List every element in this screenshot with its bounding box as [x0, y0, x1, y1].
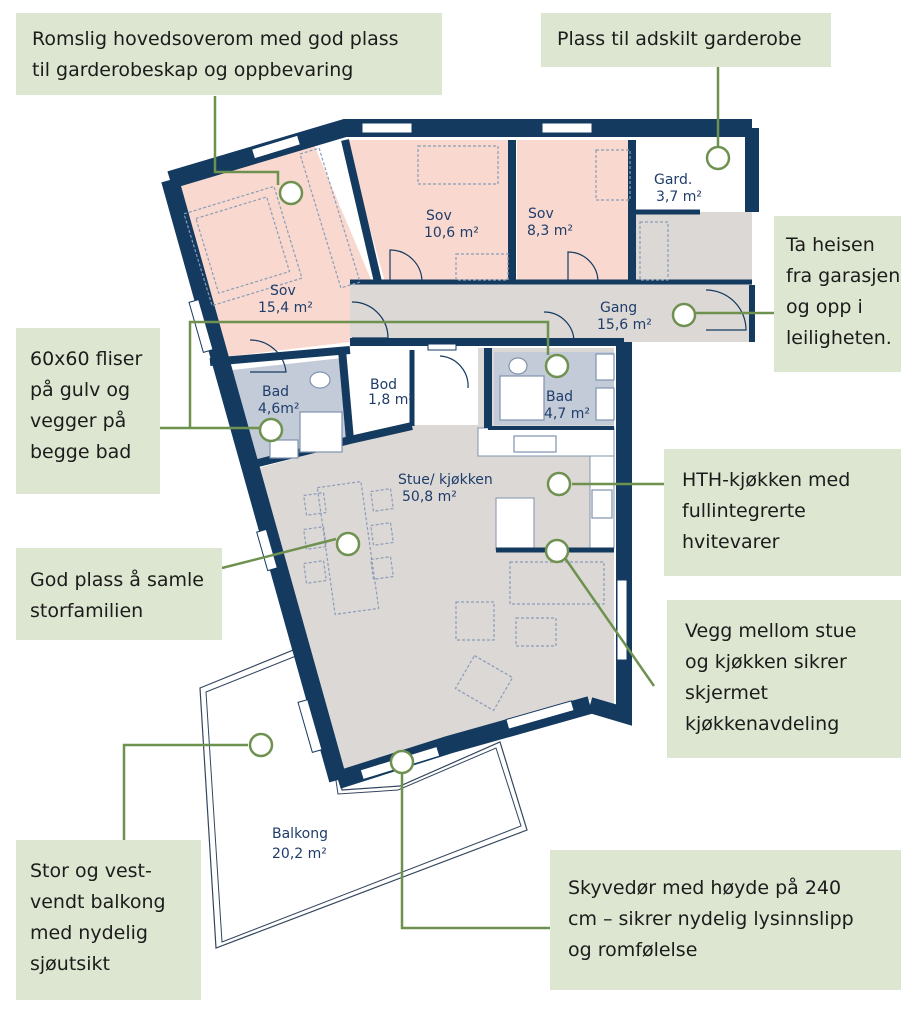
callout-storfamilien: God plass å samle storfamilien [16, 548, 222, 640]
furniture [183, 145, 669, 712]
room-area-sov-3: 8,3 m² [527, 223, 573, 239]
callout-heis-line-3: og opp i [786, 296, 863, 318]
leader-fliser-2 [188, 320, 550, 428]
callout-balkong-line-3: med nydelig [30, 922, 148, 944]
room-name-sov-2: Sov [426, 208, 452, 224]
dot-storfamilien [335, 531, 361, 557]
dot-fliser-2 [544, 353, 570, 379]
room-name-gang: Gang [600, 300, 637, 316]
callout-heis-line-1: Ta heisen [786, 234, 875, 256]
leader-skyvedor [400, 774, 550, 930]
room-labels: Sov 15,4 m² Sov 10,6 m² Sov 8,3 m² Gard.… [258, 172, 702, 862]
callout-fliser-line-2: på gulv og [30, 379, 131, 401]
callout-kjokken: HTH-kjøkken med fullintegrerte hvitevare… [664, 449, 901, 576]
hall-right-floor [636, 212, 752, 285]
room-name-bad-1: Bad [262, 384, 289, 400]
room-area-bad-2: 4,7 m² [544, 406, 590, 422]
bedroom3-floor [517, 140, 632, 282]
callout-heis-line-2: fra garasjen [786, 265, 901, 287]
callout-heis: Ta heisen fra garasjen og opp i leilighe… [774, 216, 901, 372]
callout-hovedsoverom: Romslig hovedsoverom med god plass til g… [16, 13, 442, 95]
callout-balkong-line-2: vendt balkong [30, 891, 166, 913]
hall-floor [350, 282, 752, 342]
callout-garderobe: Plass til adskilt garderobe [541, 13, 831, 67]
room-area-sov-2: 10,6 m² [424, 225, 479, 241]
callout-storfamilien-line-1: God plass å samle [30, 569, 204, 591]
storage-floor [352, 352, 412, 438]
room-name-gard: Gard. [654, 172, 692, 188]
callout-vegg: Vegg mellom stue og kjøkken sikrer skjer… [667, 600, 901, 758]
callout-fliser-line-4: begge bad [30, 441, 132, 463]
callout-kjokken-line-2: fullintegrerte [682, 500, 806, 522]
dot-heis [671, 302, 697, 328]
callout-storfamilien-line-2: storfamilien [30, 600, 144, 622]
dot-fliser [258, 417, 284, 443]
dot-balkong [248, 732, 274, 758]
room-area-stue: 50,8 m² [402, 489, 457, 505]
room-area-sov-main: 15,4 m² [258, 300, 313, 316]
callout-skyvedor-line-2: cm – sikrer nydelig lysinnslipp [568, 908, 854, 930]
room-area-balkong: 20,2 m² [272, 846, 327, 862]
callout-vegg-line-2: og kjøkken sikrer [685, 651, 847, 673]
leader-storfamilien [221, 537, 337, 570]
callout-balkong-line-4: sjøutsikt [30, 953, 110, 975]
bedroom2-floor [345, 140, 512, 282]
dot-hovedsoverom [278, 180, 304, 206]
room-area-bad-1: 4,6m² [258, 401, 300, 417]
doors [249, 249, 747, 392]
callout-kjokken-line-3: hvitevarer [682, 531, 780, 553]
callout-fliser: 60x60 fliser på gulv og vegger på begge … [16, 328, 160, 494]
room-name-sov-3: Sov [528, 206, 554, 222]
callout-vegg-line-4: kjøkkenavdeling [685, 713, 840, 735]
callout-fliser-line-3: vegger på [30, 410, 127, 432]
leader-hovedsoverom [213, 96, 280, 185]
dot-kjokken [546, 471, 572, 497]
callout-vegg-line-1: Vegg mellom stue [685, 620, 857, 642]
room-name-bod: Bod [370, 377, 397, 393]
leader-lines [122, 67, 774, 930]
room-name-stue: Stue/ kjøkken [398, 472, 493, 488]
kitchen-island [495, 497, 535, 551]
callout-skyvedor-line-3: og romfølelse [568, 939, 698, 961]
dot-skyvedor [389, 749, 415, 775]
callout-kjokken-line-1: HTH-kjøkken med [682, 469, 851, 491]
leader-dots [248, 145, 731, 775]
room-area-gang: 15,6 m² [597, 317, 652, 333]
callout-skyvedor-line-1: Skyvedør med høyde på 240 [568, 877, 842, 899]
leader-vegg [563, 557, 656, 687]
callout-hovedsoverom-line-1: Romslig hovedsoverom med god plass [32, 28, 399, 50]
room-area-bod: 1,8 m² [368, 392, 414, 408]
callout-skyvedor: Skyvedør med høyde på 240 cm – sikrer ny… [550, 850, 901, 990]
callout-balkong: Stor og vest- vendt balkong med nydelig … [16, 840, 201, 1000]
callout-balkong-line-1: Stor og vest- [30, 860, 152, 882]
callout-vegg-line-3: skjermet [685, 682, 768, 704]
dot-vegg [544, 538, 570, 564]
room-name-sov-main: Sov [270, 283, 296, 299]
callout-hovedsoverom-line-2: til garderobeskap og oppbevaring [32, 59, 354, 81]
leader-balkong [122, 743, 248, 840]
callout-heis-line-4: leiligheten. [786, 327, 892, 349]
callout-fliser-line-1: 60x60 fliser [30, 348, 143, 370]
room-name-bad-2: Bad [546, 389, 573, 405]
callout-garderobe-line-1: Plass til adskilt garderobe [557, 28, 802, 50]
dot-garderobe [705, 145, 731, 171]
room-area-gard: 3,7 m² [656, 189, 702, 205]
windows [188, 122, 628, 781]
room-name-balkong: Balkong [272, 826, 328, 842]
main-bedroom-floor [178, 140, 372, 358]
